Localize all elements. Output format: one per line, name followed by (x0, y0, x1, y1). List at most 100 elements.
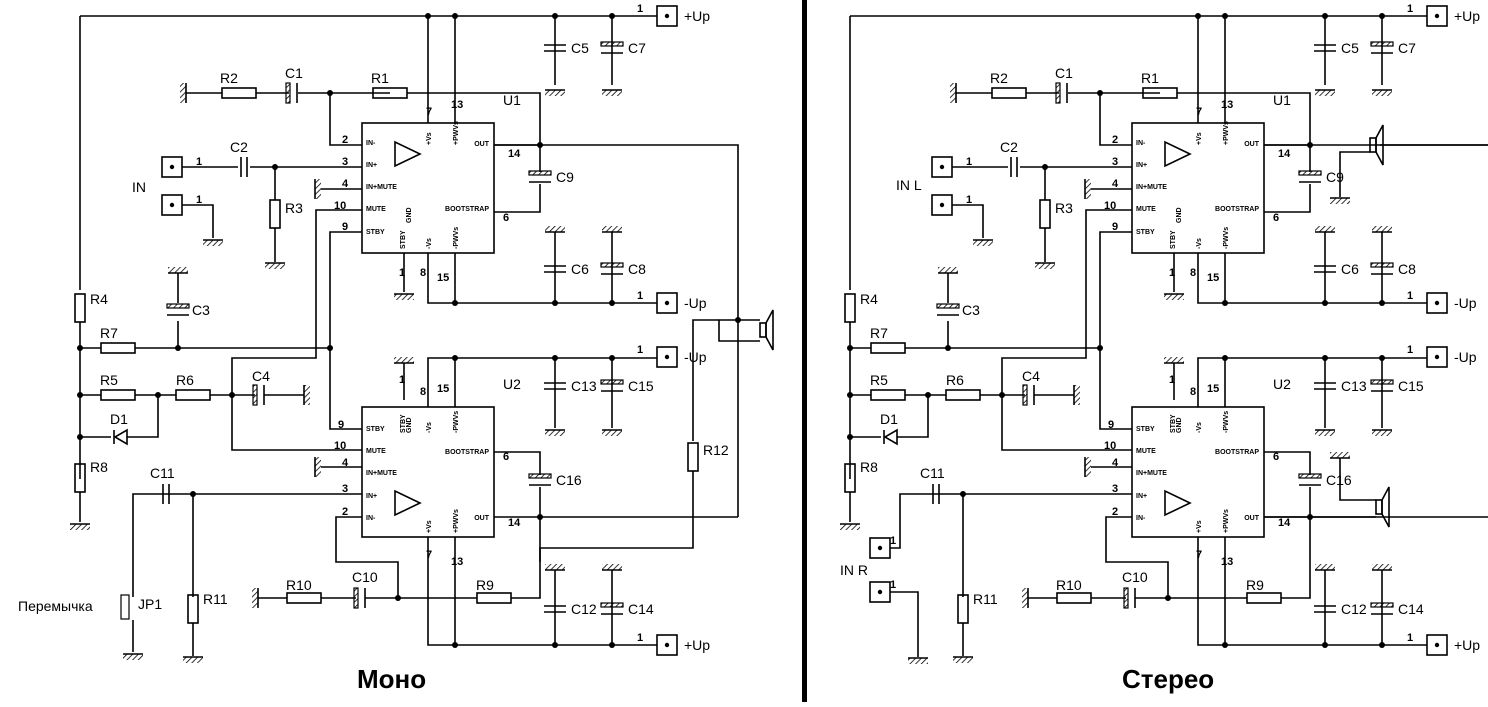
resistor-label: R10 (286, 577, 312, 593)
resistor (870, 389, 906, 401)
ground-hatch (1164, 294, 1184, 300)
terminal-pin (1434, 642, 1440, 648)
resistor (687, 442, 699, 472)
resistor (221, 87, 257, 99)
pin-number: 10 (334, 200, 346, 212)
wire (905, 231, 1132, 349)
capacitor-label: C5 (571, 40, 589, 56)
wire (329, 93, 362, 146)
pin-label: MUTE (366, 448, 386, 455)
wire (231, 395, 362, 451)
junction (1222, 642, 1228, 648)
terminal-pin (664, 300, 670, 306)
pin-label: BOOTSTRAP (1215, 449, 1259, 456)
pin-label: +Vs (1196, 520, 1203, 533)
pin-number: 13 (1221, 556, 1233, 568)
pin-label: -PWVs (453, 411, 460, 433)
capacitor-label: C6 (1341, 261, 1359, 277)
pin-number: 1 (1407, 290, 1413, 302)
terminal-pin (1434, 300, 1440, 306)
pin-label: +Vs (426, 132, 433, 145)
pin-label: STBY (400, 414, 407, 433)
pin-label: -Vs (1196, 422, 1203, 433)
pin-label: IN+MUTE (1136, 184, 1167, 191)
pin-label: BOOTSTRAP (445, 449, 489, 456)
pin-number: 2 (1112, 506, 1118, 518)
pin-number: 6 (503, 451, 509, 463)
pin-number: 1 (1407, 3, 1413, 15)
electrolytic-plate (1123, 587, 1129, 609)
pin-label: OUT (1244, 515, 1260, 522)
pin-number: 8 (1190, 267, 1196, 279)
ground-hatch (180, 83, 186, 103)
ground-hatch (1022, 588, 1028, 608)
pin-label: -Vs (1196, 238, 1203, 249)
wire (718, 319, 760, 342)
wire (1099, 348, 1132, 430)
resistor-label: R6 (176, 372, 194, 388)
electrolytic-plate (600, 41, 624, 47)
ground-hatch (1074, 385, 1080, 405)
pin-number: 2 (342, 506, 348, 518)
resistor (100, 389, 136, 401)
ground-hatch (123, 654, 143, 660)
pin-number: 1 (637, 632, 643, 644)
resistor (957, 594, 969, 624)
resistor-label: R4 (860, 291, 878, 307)
pin-number: 14 (508, 148, 521, 160)
pin-label: IN+ (366, 493, 377, 500)
pin-number: 1 (890, 579, 896, 591)
pin-number: 8 (420, 386, 426, 398)
resistor (991, 87, 1027, 99)
pin-number: 15 (1207, 383, 1219, 395)
pin-number: 3 (1112, 483, 1118, 495)
resistor-label: R5 (870, 372, 888, 388)
opamp-symbol (394, 140, 422, 168)
wire (539, 471, 694, 562)
terminal (1426, 346, 1448, 368)
pin-number: 13 (1221, 99, 1233, 111)
pin-number: 14 (1278, 148, 1291, 160)
terminal (869, 537, 891, 559)
ground-hatch (602, 430, 622, 436)
junction (452, 355, 458, 361)
wire (127, 395, 159, 438)
junction (175, 345, 181, 351)
capacitor-label: C8 (628, 261, 646, 277)
pin-number: 8 (1190, 386, 1196, 398)
ground-hatch (1085, 457, 1091, 477)
pin-number: 4 (342, 457, 349, 469)
capacitor-label: C16 (1326, 472, 1352, 488)
pin-number: 1 (399, 374, 405, 386)
ground-hatch (545, 226, 565, 232)
wire (1264, 451, 1311, 475)
wire (1281, 517, 1311, 599)
ground-hatch (394, 294, 414, 300)
resistor (286, 592, 322, 604)
ground-hatch (602, 226, 622, 232)
ground-hatch (394, 357, 414, 363)
ground-hatch (1315, 226, 1335, 232)
terminal-pin (1434, 354, 1440, 360)
terminal-pin (664, 13, 670, 19)
ic-name: U1 (1273, 92, 1291, 108)
electrolytic-plate (285, 82, 291, 104)
electrolytic-plate (600, 262, 624, 268)
supply-label: +Up (684, 637, 710, 653)
jumper-body (120, 594, 130, 620)
electrolytic-plate (1298, 473, 1322, 479)
speaker-cone (765, 309, 774, 351)
pin-number: 6 (1273, 451, 1279, 463)
pin-label: IN+MUTE (366, 470, 397, 477)
wire (952, 204, 984, 238)
ground-hatch (1372, 430, 1392, 436)
ic-name: U2 (1273, 376, 1291, 392)
terminal-pin (169, 202, 175, 208)
terminal-pin (169, 164, 175, 170)
electrolytic-plate (1370, 41, 1394, 47)
wire (231, 209, 362, 395)
pin-label: IN+ (366, 162, 377, 169)
pin-label: GND (406, 417, 413, 433)
